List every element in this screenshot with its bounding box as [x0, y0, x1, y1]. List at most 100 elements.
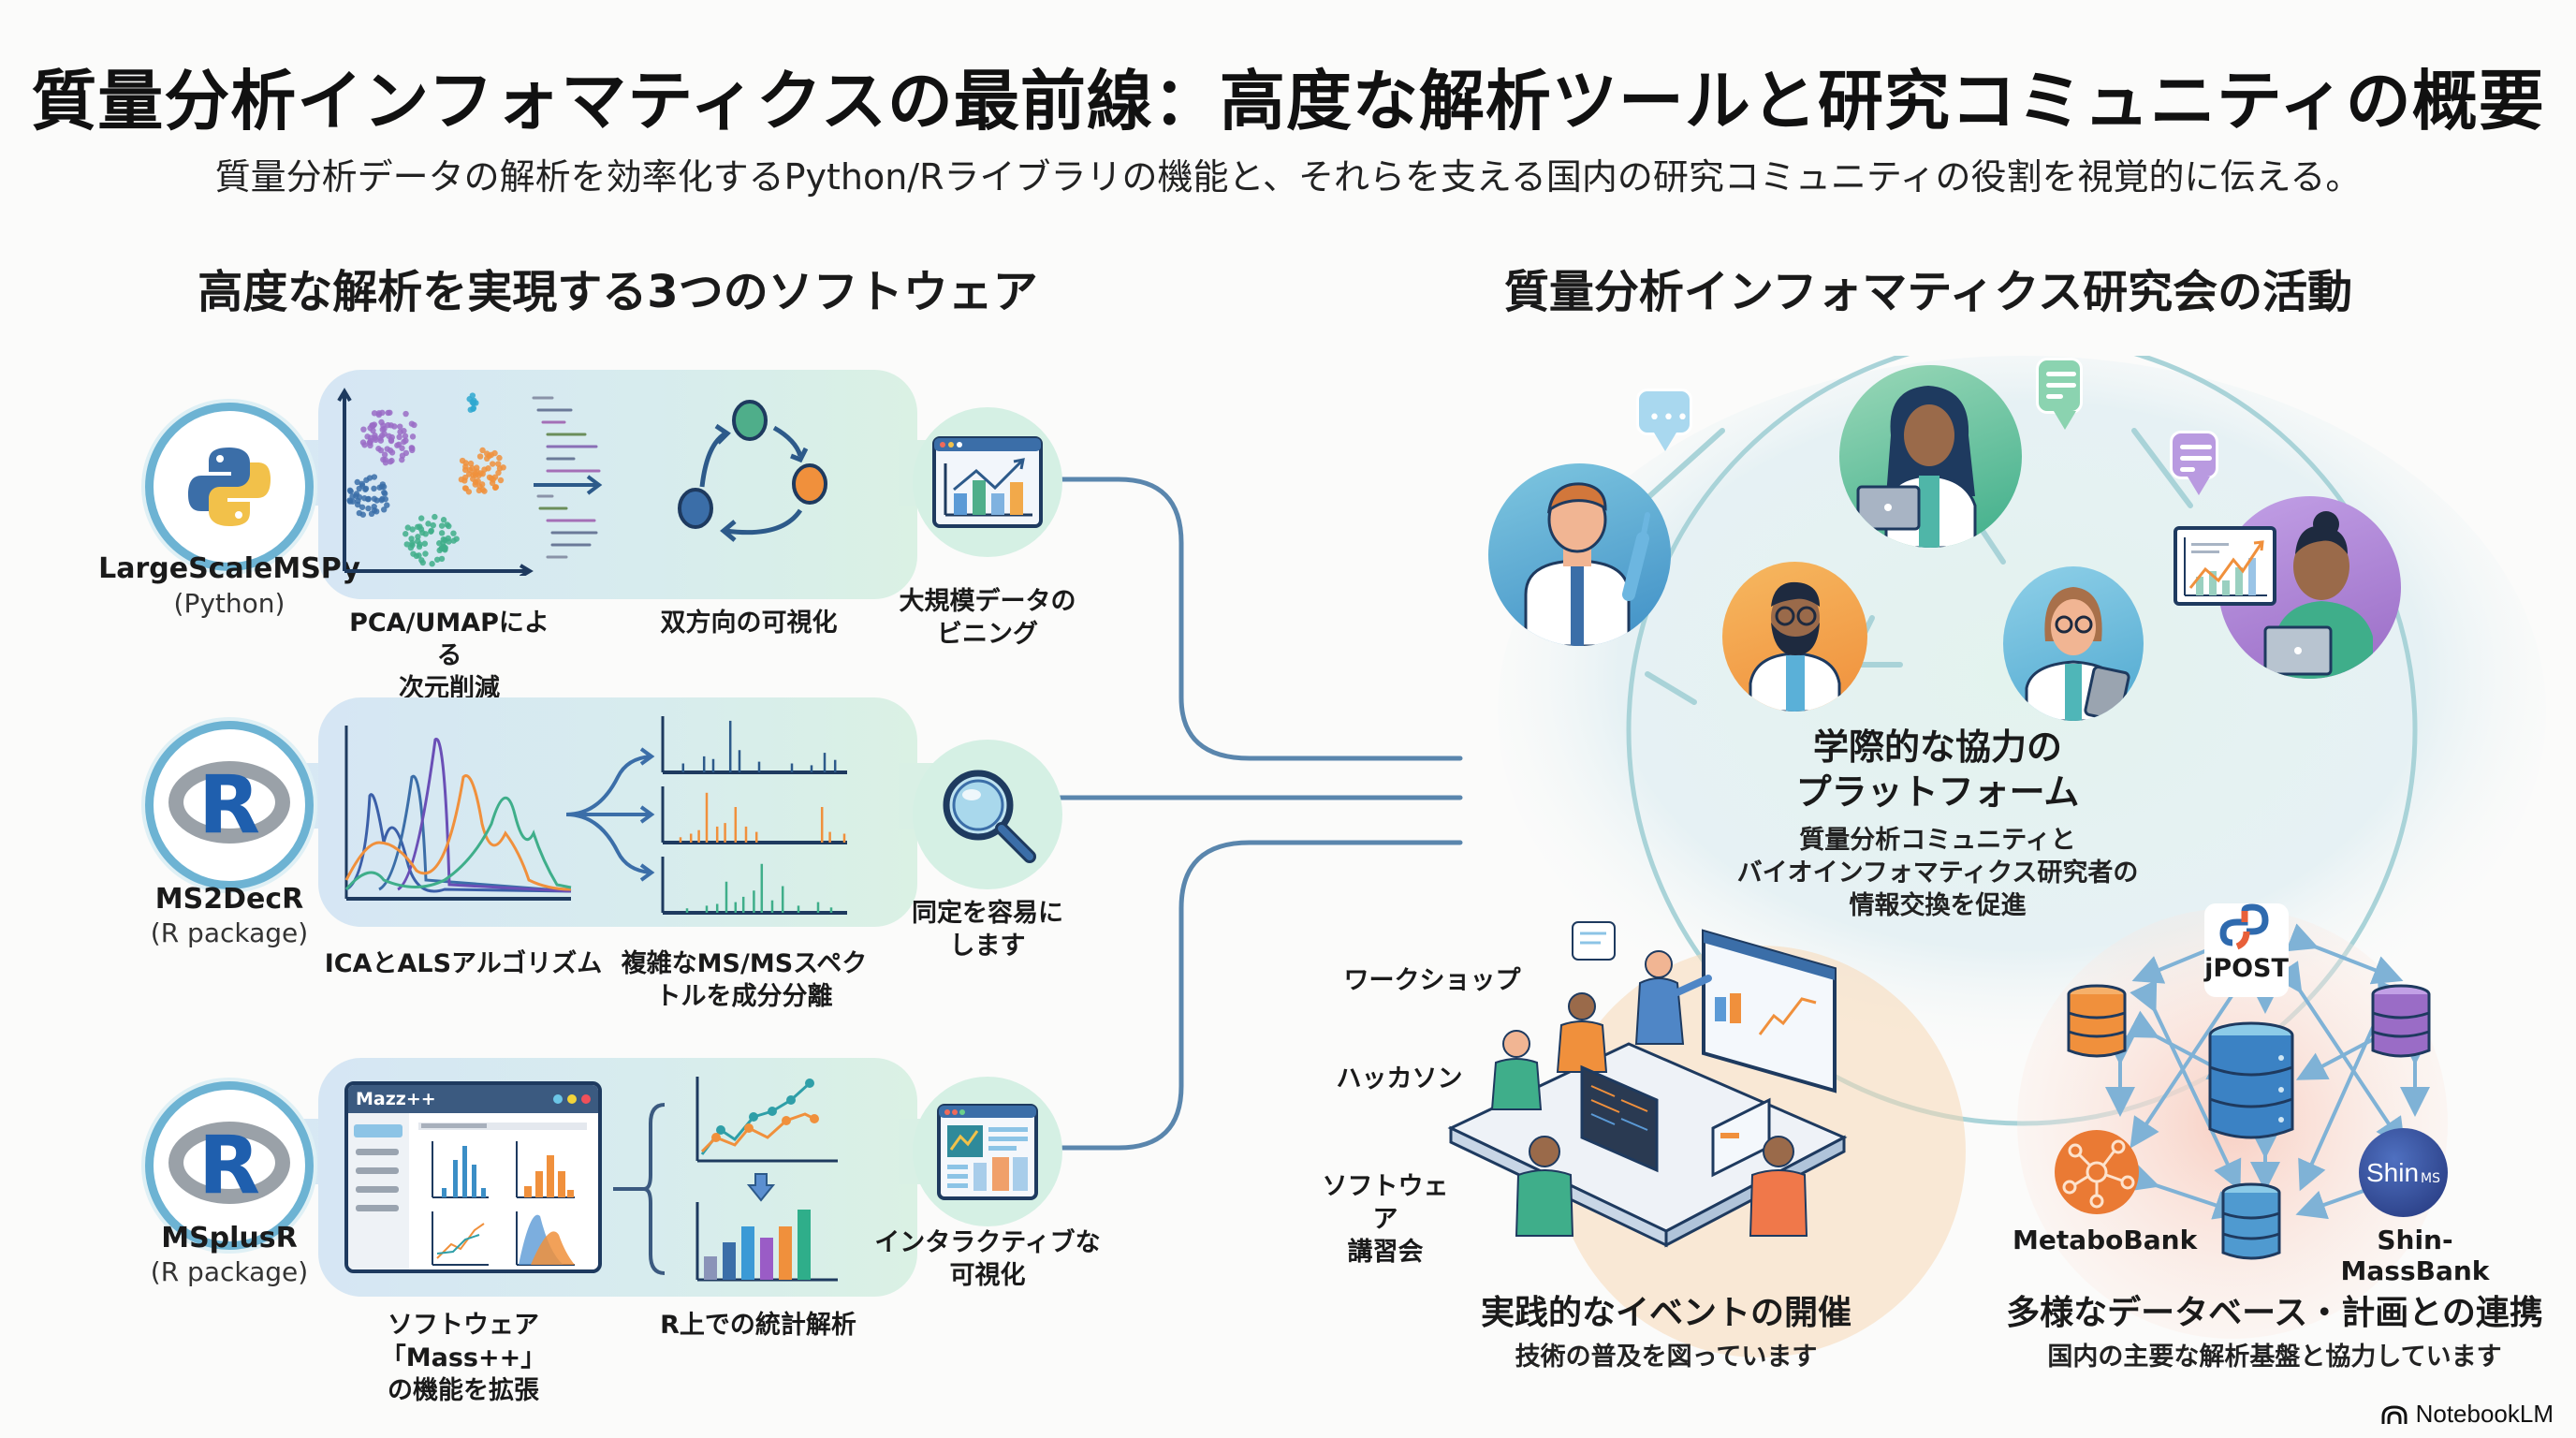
scatter-point [378, 418, 385, 426]
scatter-point [388, 422, 394, 429]
mass-plus-plus-window: Mazz++ [344, 1081, 602, 1273]
chat-bubble-icon [2170, 431, 2218, 495]
bidirectional-cycle-icon [678, 400, 827, 542]
database-icon-central [2208, 1021, 2294, 1139]
events-title: 実践的なイベントの開催 [1480, 1294, 1852, 1332]
scatter-point [384, 502, 390, 508]
scatter-point [346, 497, 353, 504]
scatter-point [469, 464, 476, 472]
separated-spectra [661, 716, 847, 915]
scatter-point [369, 422, 375, 429]
scatter-point [432, 513, 438, 521]
page-subtitle: 質量分析データの解析を効率化するPython/Rライブラリの機能と、それらを支え… [214, 156, 2362, 198]
result-caption: インタラクティブな 可視化 [874, 1228, 1101, 1291]
scatter-point [421, 540, 429, 547]
scatter-point [401, 428, 407, 434]
scatter-point [461, 466, 469, 474]
jpost-logo-icon [2219, 903, 2269, 950]
step-caption-2: 双方向の可視化 [660, 609, 838, 638]
r-letter-icon: R [198, 1119, 261, 1212]
researcher-chart-icon [2263, 511, 2373, 679]
scientist-tablet-icon [2025, 587, 2130, 721]
notebooklm-logo-icon [2381, 1404, 2408, 1424]
result-circle [913, 1077, 1062, 1226]
scatter-point [354, 478, 360, 486]
scatter-point [368, 510, 375, 518]
tool-name: MSplusR [161, 1222, 298, 1255]
scatter-point [402, 449, 410, 457]
window-titlebar: Mazz++ [348, 1085, 598, 1113]
scatter-point [446, 522, 452, 530]
growth-chart-icon [2184, 537, 2267, 596]
scatter-point [354, 501, 361, 508]
scatter-point [378, 433, 386, 439]
r-letter-icon: R [198, 758, 261, 852]
scatter-point [495, 469, 502, 477]
scatter-point [469, 392, 476, 399]
event-label-hackathon: ハッカソン [1336, 1064, 1463, 1093]
databases-description: 国内の主要な解析基盤と協力しています [2047, 1343, 2502, 1372]
scatter-point [476, 453, 484, 460]
scatter-point [409, 447, 416, 454]
scatter-point [379, 495, 386, 503]
database-icon-purple [2371, 984, 2431, 1058]
umap-scatter-plot [337, 388, 534, 576]
avatar [2218, 496, 2401, 679]
dashboard-chart-icon [932, 436, 1043, 528]
window-title: Mazz++ [356, 1089, 436, 1109]
scatter-point [371, 410, 378, 417]
workshop-scene-illustration [1447, 921, 1848, 1248]
scatter-point [402, 433, 409, 439]
result-caption: 同定を容易に します [912, 899, 1063, 961]
jpost-logo: jPOST [2204, 903, 2289, 997]
result-circle [913, 407, 1062, 557]
scatter-point [472, 470, 478, 477]
window-content [348, 1113, 587, 1269]
scatter-point [385, 409, 391, 417]
down-arrow-icon [747, 1173, 775, 1202]
scatter-point [462, 460, 469, 466]
scatter-point [470, 404, 477, 412]
scatter-point [465, 489, 473, 495]
scatter-point [438, 555, 446, 563]
r-logo: R [145, 721, 314, 889]
scatter-point [450, 530, 457, 536]
scatter-point [359, 439, 367, 446]
scatter-point [440, 517, 447, 523]
avatar [1488, 463, 1671, 646]
scatter-point [438, 530, 446, 536]
scatter-point [478, 481, 486, 488]
scatter-point [467, 460, 475, 467]
scatter-point [409, 433, 417, 440]
scatter-point [479, 470, 486, 477]
step-caption-1: ソフトウェア「Mass++」 の機能を拡張 [380, 1311, 547, 1406]
scatter-point [362, 485, 370, 492]
scatter-point [497, 477, 505, 484]
scatter-point [381, 489, 388, 496]
event-label-training: ソフトウェア 講習会 [1322, 1172, 1449, 1268]
scatter-point [404, 524, 411, 531]
right-section-heading: 質量分析インフォマティクス研究会の活動 [1503, 266, 2353, 318]
scatter-point [367, 434, 374, 441]
scatter-point [370, 427, 376, 434]
scatter-point [433, 556, 441, 563]
scatter-point [410, 550, 417, 557]
scatter-point [446, 538, 452, 545]
scatter-point [438, 522, 446, 529]
scatter-point [461, 477, 468, 484]
connector-line-1 [1055, 477, 1463, 761]
tool-panel [318, 697, 917, 927]
scatter-point [479, 486, 487, 493]
scatter-point [436, 540, 443, 547]
scatter-point [417, 515, 425, 521]
scatter-point [403, 541, 410, 548]
scatter-point [408, 420, 416, 427]
scatter-point [491, 449, 498, 457]
db-label-shin-massbank: Shin-MassBank [2340, 1225, 2490, 1286]
scatter-point [388, 457, 395, 464]
db-label-jpost: jPOST [2204, 954, 2289, 983]
scatter-point [359, 504, 366, 510]
branch-arrows-icon [565, 747, 655, 882]
window-dot-icon [553, 1094, 563, 1104]
